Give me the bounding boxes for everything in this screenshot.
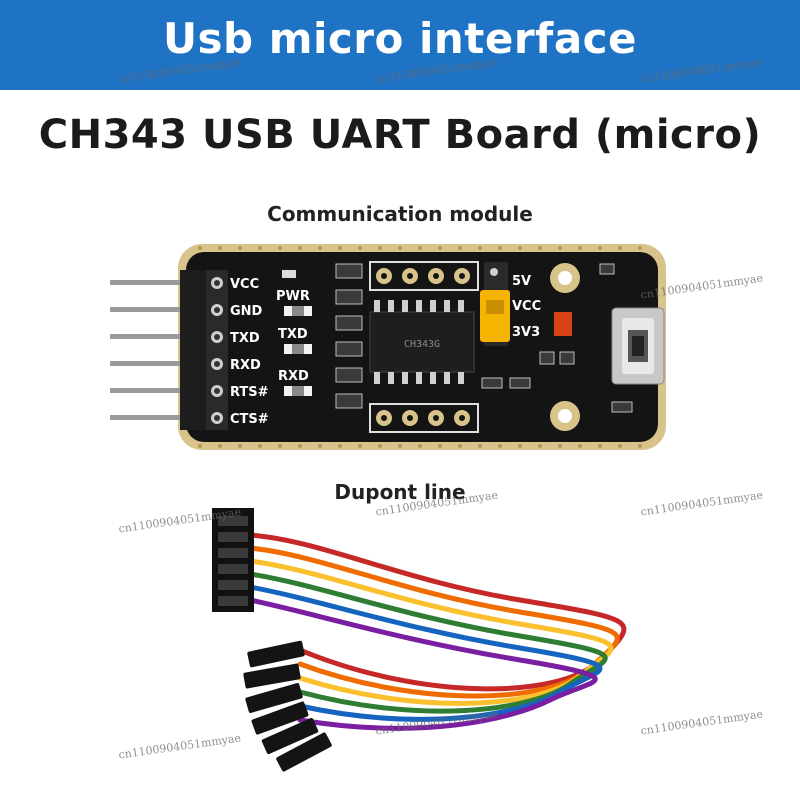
- jumper-cap[interactable]: [480, 290, 510, 342]
- uart-board: VCC GND TXD RXD RTS# CTS# PWR TXD RXD: [110, 244, 666, 450]
- board-edge-dots: [198, 246, 642, 448]
- voltage-jumper: [480, 262, 510, 346]
- pin-label: VCC: [230, 277, 259, 292]
- dupont-connectors-bottom: [243, 640, 332, 772]
- pin-label: GND: [230, 304, 263, 319]
- top-pad-row: [369, 261, 479, 291]
- dupont-label: Dupont line: [334, 480, 466, 504]
- dupont-connector-top: [212, 508, 254, 612]
- pin-label: CTS#: [230, 412, 269, 427]
- pin-label: TXD: [230, 331, 260, 346]
- led-label: TXD: [278, 327, 308, 342]
- product-title: CH343 USB UART Board (micro): [38, 112, 762, 158]
- dupont-cable: [247, 532, 627, 731]
- banner-title: Usb micro interface: [162, 14, 638, 63]
- jumper-label: VCC: [512, 299, 541, 314]
- status-leds: [282, 270, 312, 396]
- led-label: RXD: [278, 369, 309, 384]
- bottom-pad-row: [369, 403, 479, 433]
- ch343-chip: CH343G: [369, 300, 475, 384]
- pin-label: RXD: [230, 358, 261, 373]
- module-label: Communication module: [267, 202, 533, 226]
- jumper-label: 5V: [512, 274, 531, 289]
- led-label: PWR: [276, 289, 310, 304]
- mounting-holes: [550, 263, 580, 431]
- micro-usb-port[interactable]: [611, 307, 665, 385]
- pin-label: RTS#: [230, 385, 269, 400]
- smd-components: [335, 263, 633, 413]
- jumper-label: 3V3: [512, 325, 540, 340]
- top-banner: Usb micro interface: [0, 0, 800, 90]
- chip-marking: CH343G: [404, 339, 440, 350]
- fuse-component: [554, 312, 572, 336]
- pin-header: [110, 270, 228, 430]
